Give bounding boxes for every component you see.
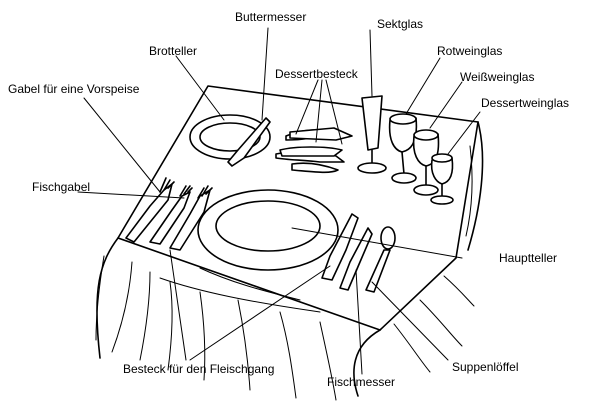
label-soup-spoon: Suppenlöffel [452, 360, 519, 374]
label-fish-knife: Fischmesser [327, 375, 396, 389]
white-wine-glass [412, 129, 440, 196]
meat-fork [169, 185, 213, 251]
label-appetizer-fork: Gabel für eine Vorspeise [8, 82, 140, 96]
label-red-wine-glass: Rotweinglas [437, 44, 503, 58]
label-champagne-glass: Sektglas [377, 17, 424, 31]
butter-knife [227, 117, 271, 167]
label-butter-knife: Buttermesser [235, 10, 307, 24]
label-dessert-wine-glass: Dessertweinglas [481, 96, 570, 110]
label-fish-fork: Fischgabel [32, 180, 91, 194]
label-meat-cutlery: Besteck für den Fleischgang [123, 362, 275, 376]
label-white-wine-glass: Weißweinglas [460, 70, 535, 84]
meat-knife [321, 213, 359, 281]
dessert-wine-glass [430, 153, 454, 205]
champagne-glass [357, 95, 387, 174]
leader-lines [77, 27, 481, 375]
red-wine-glass [388, 113, 418, 184]
fish-knife [339, 227, 373, 291]
appetizer-fork [125, 177, 175, 243]
label-main-plate: Hauptteller [499, 251, 558, 265]
label-dessert-cutlery: Dessertbesteck [275, 67, 358, 81]
dessert-cutlery [275, 127, 353, 174]
tablecloth [95, 85, 484, 401]
label-bread-plate: Brotteller [149, 44, 198, 58]
fish-fork [149, 185, 193, 245]
main-plate [197, 189, 339, 271]
